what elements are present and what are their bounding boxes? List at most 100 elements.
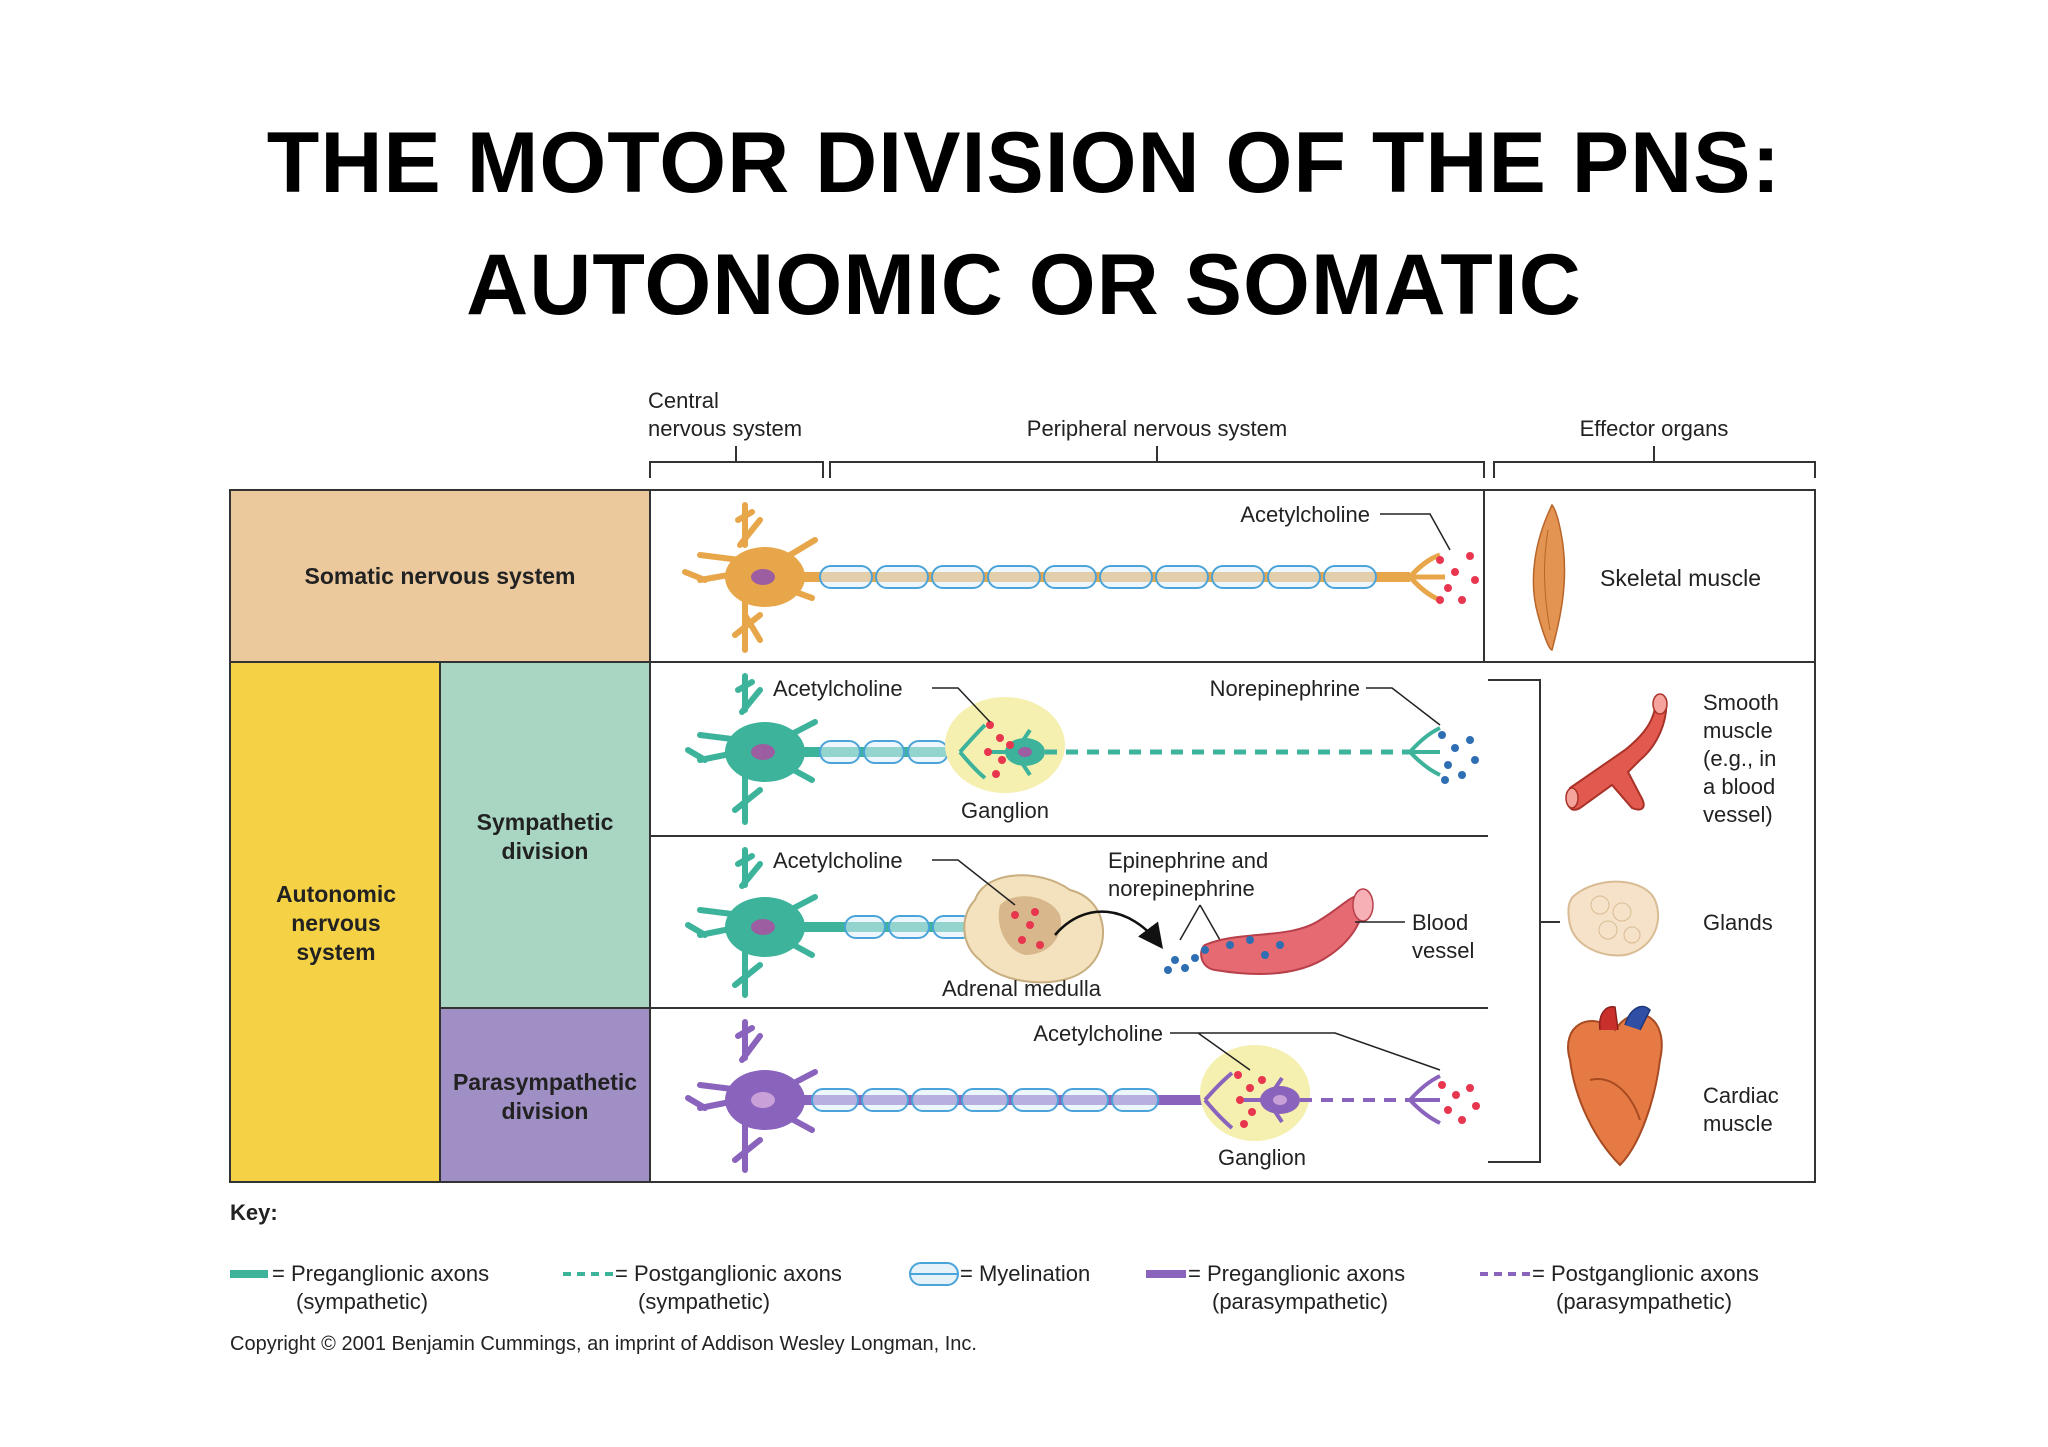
myelin-segment [1211, 565, 1265, 589]
key-pre-symp-line2: (sympathetic) [296, 1289, 428, 1314]
key-post-para-line2: (parasympathetic) [1556, 1289, 1732, 1314]
neurotransmitter-dot [998, 756, 1006, 764]
sympathetic-myelination-2 [844, 915, 974, 939]
neurotransmitter-dot [1438, 731, 1446, 739]
neurotransmitter-dot [1246, 1084, 1254, 1092]
key-post-symp-line1: = Postganglionic axons [615, 1261, 842, 1286]
key-pre-para-line2: (parasympathetic) [1212, 1289, 1388, 1314]
slide-title-line1: THE MOTOR DIVISION OF THE PNS: [266, 115, 1782, 211]
adrenal-ach-dots [1011, 908, 1044, 949]
neurotransmitter-dot [1466, 1084, 1474, 1092]
myelin-segment [861, 1088, 909, 1112]
heart-icon [1567, 1005, 1663, 1167]
epi-label-line1: Epinephrine and [1108, 848, 1268, 873]
header-brackets [649, 446, 1816, 478]
neurotransmitter-dot [1234, 1071, 1242, 1079]
neurotransmitter-dot [1466, 736, 1474, 744]
autonomic-label-line3: system [296, 939, 375, 965]
key-post-symp-line2: (sympathetic) [638, 1289, 770, 1314]
ganglion-2-label: Ganglion [1218, 1145, 1306, 1170]
neurotransmitter-dot [984, 748, 992, 756]
neurotransmitter-dot [1438, 1081, 1446, 1089]
epinephrine-dots [1164, 936, 1284, 974]
myelin-segment [863, 740, 905, 764]
ganglion2-ach-dots [1234, 1071, 1266, 1128]
neurotransmitter-dot [1436, 556, 1444, 564]
neurotransmitter-dot [1164, 966, 1172, 974]
somatic-ach-label: Acetylcholine [1240, 502, 1370, 527]
myelin-segment [1155, 565, 1209, 589]
neurotransmitter-dot [1018, 936, 1026, 944]
neurotransmitter-dot [1458, 596, 1466, 604]
neurotransmitter-dot [986, 721, 994, 729]
ganglion-1 [945, 697, 1065, 793]
norepinephrine-label: Norepinephrine [1210, 676, 1360, 701]
key-title: Key: [230, 1200, 278, 1225]
smooth-muscle-label-line3: (e.g., in [1703, 746, 1776, 771]
neurotransmitter-dot [1181, 964, 1189, 972]
ganglion-2 [1200, 1045, 1310, 1141]
myelin-segment [1267, 565, 1321, 589]
neurotransmitter-dot [1031, 908, 1039, 916]
copyright-text: Copyright © 2001 Benjamin Cummings, an i… [230, 1333, 977, 1355]
skeletal-muscle-icon [1532, 503, 1566, 651]
sympathetic-block [439, 661, 651, 1009]
neurotransmitter-dot [1444, 1106, 1452, 1114]
autonomic-label-line2: nervous [291, 910, 380, 936]
para-ach-label: Acetylcholine [1033, 1021, 1163, 1046]
parasympathetic-block [439, 1007, 651, 1183]
myelin-segment [907, 740, 949, 764]
header-cns-line2: nervous system [648, 416, 802, 441]
neurotransmitter-dot [1026, 921, 1034, 929]
sym1-ach-label: Acetylcholine [773, 676, 903, 701]
neurotransmitter-dot [1171, 956, 1179, 964]
somatic-myelination [819, 565, 1377, 589]
neurotransmitter-dot [1472, 1102, 1480, 1110]
myelin-segment [1111, 1088, 1159, 1112]
smooth-muscle-label-line4: a blood [1703, 774, 1775, 799]
neurotransmitter-dot [996, 734, 1004, 742]
neurotransmitter-dot [1444, 584, 1452, 592]
neurotransmitter-dot [1466, 552, 1474, 560]
cardiac-muscle-label-line1: Cardiac [1703, 1083, 1779, 1108]
neurotransmitter-dot [1458, 1116, 1466, 1124]
neurotransmitter-dot [1444, 761, 1452, 769]
myelin-segment [931, 565, 985, 589]
sympathetic-label-line2: division [502, 838, 589, 864]
neurotransmitter-dot [1452, 1091, 1460, 1099]
sympathetic-label-line1: Sympathetic [477, 809, 614, 835]
key-myelination: = Myelination [960, 1261, 1090, 1286]
cardiac-muscle-label-line2: muscle [1703, 1111, 1773, 1136]
myelin-segment [1061, 1088, 1109, 1112]
slide-title-line2: AUTONOMIC OR SOMATIC [466, 237, 1582, 333]
myelin-segment [875, 565, 929, 589]
autonomic-label-line1: Autonomic [276, 881, 396, 907]
myelin-segment [819, 740, 861, 764]
smooth-muscle-vessel-icon [1565, 693, 1668, 811]
blood-vessel-icon [1200, 895, 1363, 976]
neurotransmitter-dot [1236, 1096, 1244, 1104]
neurotransmitter-dot [1441, 776, 1449, 784]
neurotransmitter-dot [1246, 936, 1254, 944]
glands-icon [1567, 880, 1660, 957]
glands-label: Glands [1703, 910, 1773, 935]
neurotransmitter-dot [1201, 946, 1209, 954]
adrenal-label: Adrenal medulla [942, 976, 1102, 1001]
neurotransmitter-dot [1258, 1076, 1266, 1084]
neurotransmitter-dot [1248, 1108, 1256, 1116]
neurotransmitter-dot [1436, 596, 1444, 604]
key-pre-para-line1: = Preganglionic axons [1188, 1261, 1405, 1286]
neurotransmitter-dot [1011, 911, 1019, 919]
key-myelination-swatch [909, 1262, 959, 1286]
neurotransmitter-dot [1006, 741, 1014, 749]
key-pre-symp-line1: = Preganglionic axons [272, 1261, 489, 1286]
neurotransmitter-dot [1471, 576, 1479, 584]
header-effectors: Effector organs [1580, 416, 1729, 441]
myelin-segment [1099, 565, 1153, 589]
neurotransmitter-dot [1036, 941, 1044, 949]
epi-label-line2: norepinephrine [1108, 876, 1255, 901]
smooth-muscle-label-line2: muscle [1703, 718, 1773, 743]
parasympathetic-label-line2: division [502, 1098, 589, 1124]
norepinephrine-dots [1438, 731, 1479, 784]
neurotransmitter-dot [1471, 756, 1479, 764]
